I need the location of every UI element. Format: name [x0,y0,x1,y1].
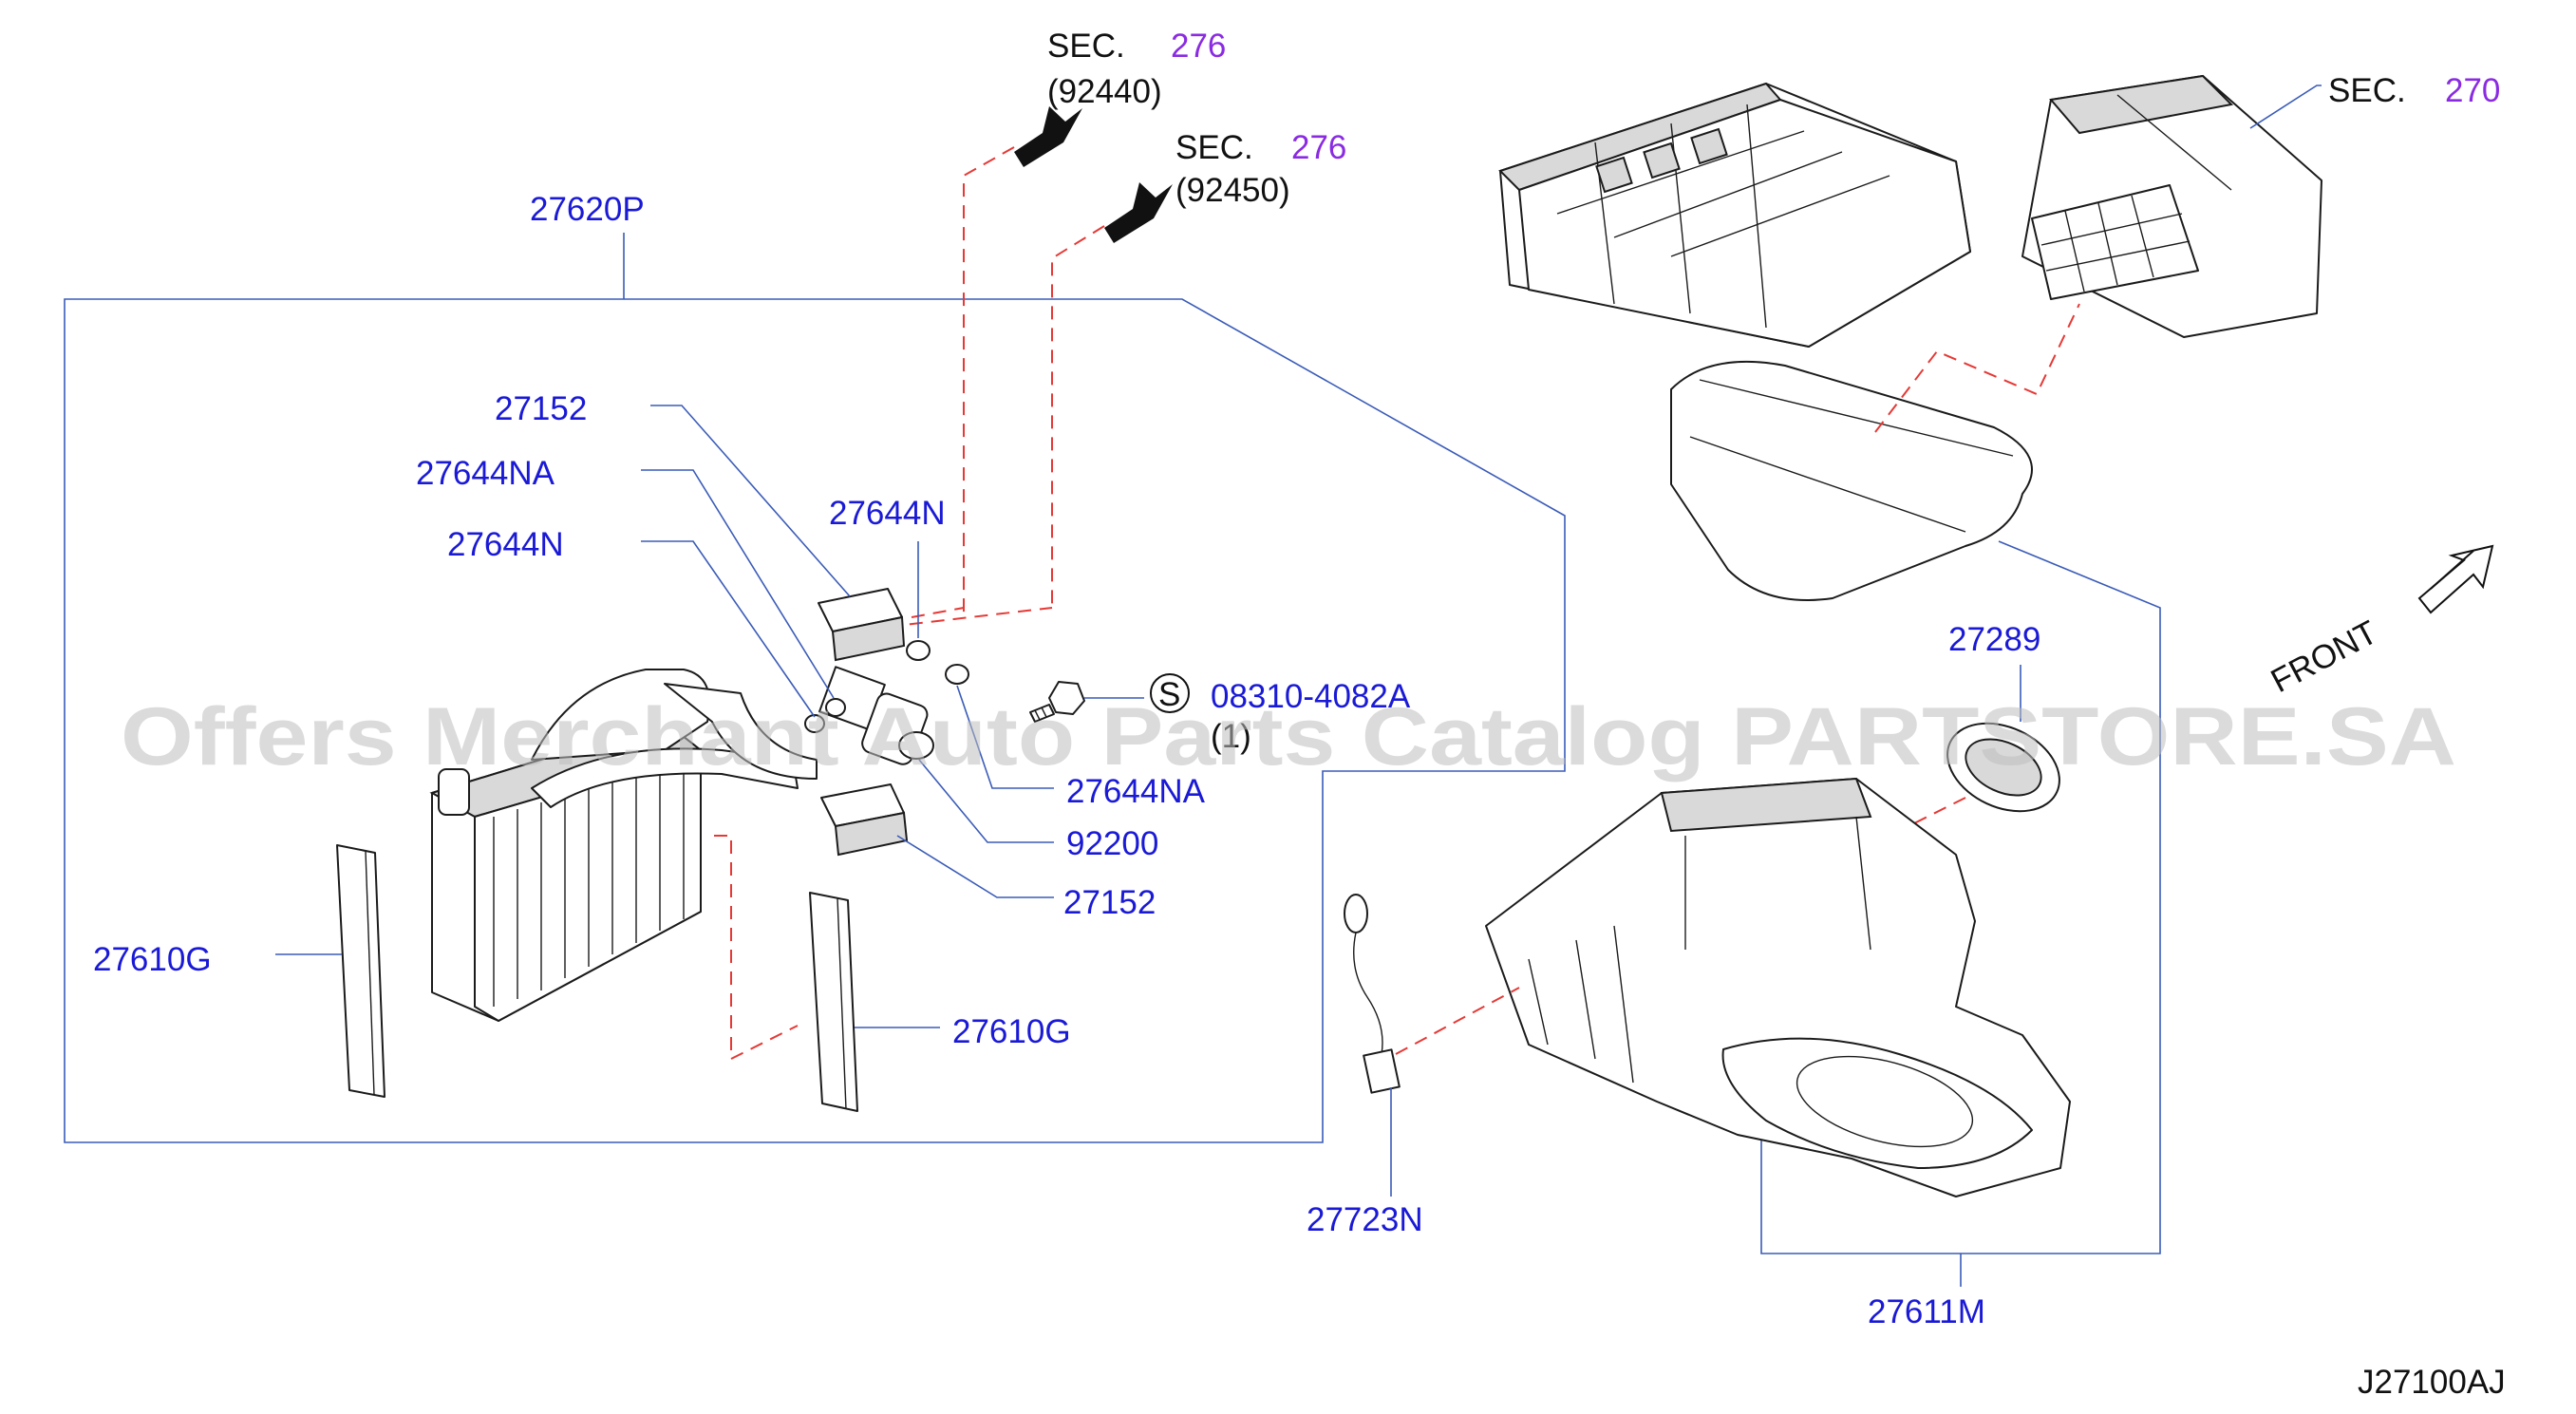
o-ring-icon [804,640,969,733]
dashed-line-92440 [963,146,1015,617]
lower-case [1485,777,2071,1197]
upper-case-tray [1670,360,2033,601]
assembly-outline-27620P [64,298,1566,1143]
seal-pad-27152-bot [820,783,909,857]
label-27644N-mid[interactable]: 27644N [829,495,946,532]
label-sec276a-num[interactable]: 276 [1171,28,1226,65]
label-sec276b-code: (92450) [1175,172,1290,209]
leader-27611M-right [1760,540,2161,1254]
filter-ring-27289 [1946,722,2060,813]
label-92200[interactable]: 92200 [1066,825,1158,862]
diagram-code: J27100AJ [2358,1364,2506,1401]
label-27723N[interactable]: 27723N [1307,1201,1423,1238]
front-arrow-icon [2417,544,2494,614]
side-seal-27610G-left [336,844,385,1098]
dashed-line-92450 [1051,225,1105,608]
leader-sec270 [2249,85,2322,129]
arrow-icon [1014,106,1082,167]
evaporator-core [429,669,818,1022]
label-27152-bot[interactable]: 27152 [1063,884,1156,921]
leader-27644N-left [641,540,816,718]
label-sec276b-num[interactable]: 276 [1291,129,1346,166]
label-27152-top[interactable]: 27152 [495,390,587,427]
dashed-line-pipe2 [911,607,965,618]
sensor-27723N [1344,894,1401,1094]
label-08310-symbol: S [1158,676,1180,713]
seal-pad-27152-top [818,588,906,662]
bolt-symbol-circle [1150,673,1190,713]
label-front: FRONT [2265,613,2383,700]
side-seal-27610G-right [809,892,858,1112]
label-sec276a-sec: SEC. [1047,28,1125,65]
label-08310[interactable]: 08310-4082A [1211,678,1411,715]
label-sec270-num[interactable]: 270 [2445,72,2500,109]
leader-92200 [918,759,1054,843]
leader-27644NA-top [641,469,835,699]
label-27289[interactable]: 27289 [1948,621,2040,658]
intake-unit [2021,74,2322,338]
watermark-text: Offers Merchant Auto Parts Catalog PARTS… [121,691,2456,782]
dashed-line-intake [1874,303,2080,433]
arrow-icon [1104,182,1173,243]
label-sec270-sec: SEC. [2328,72,2406,109]
label-27610G-right[interactable]: 27610G [952,1013,1071,1050]
label-27644NA-bot[interactable]: 27644NA [1066,773,1206,810]
label-sec276a-code: (92440) [1047,73,1162,110]
label-27611M[interactable]: 27611M [1868,1293,1985,1330]
label-sec276b-sec: SEC. [1175,129,1253,166]
leader-27152-bot [896,835,1054,898]
label-08310-qty: (1) [1211,718,1251,755]
dashed-line-core [714,835,799,1061]
label-27644NA-top[interactable]: 27644NA [416,455,555,492]
bolt-icon [1029,681,1085,723]
label-27644N-left[interactable]: 27644N [447,526,564,563]
dashed-line-pipe [887,607,1053,628]
leader-27644NA-bot [956,685,1054,789]
label-27610G-left[interactable]: 27610G [93,941,212,978]
label-27620P[interactable]: 27620P [530,191,645,228]
upper-housing [1498,82,1971,348]
leader-27152-top [650,405,851,597]
dashed-line-sensor [1395,987,1520,1055]
